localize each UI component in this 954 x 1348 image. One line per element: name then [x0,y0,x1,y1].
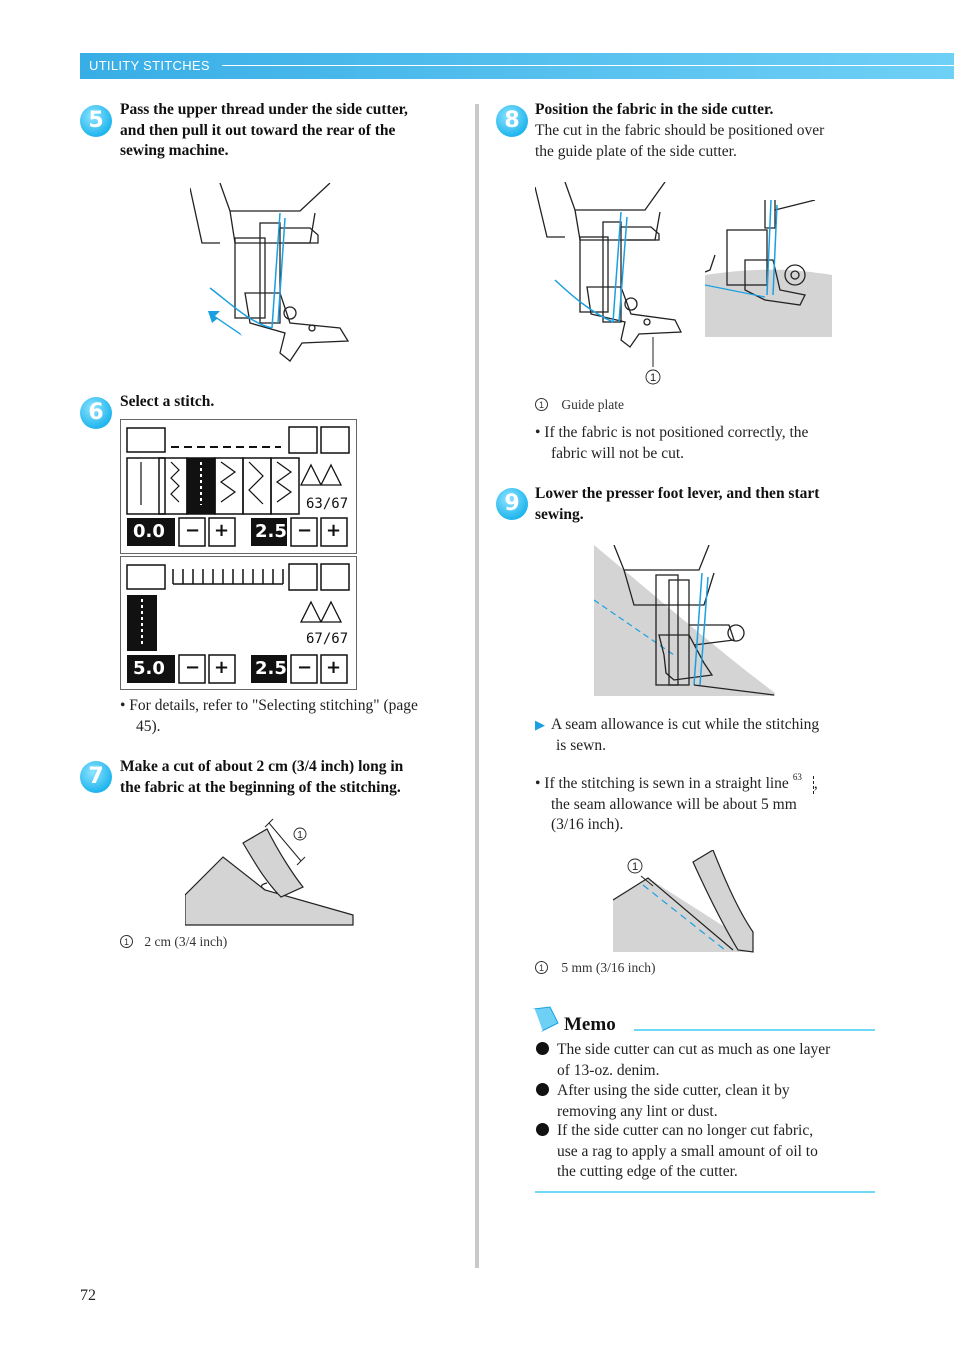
bullet-dot-icon [536,1083,549,1096]
memo-item: After using the side cutter, clean it by… [536,1081,790,1122]
step-7-badge: 7 [80,761,112,793]
header-rule [222,65,954,66]
lcd1-length-plus-button[interactable]: + [326,520,342,541]
lcd-screen-stitch-list: 63/67 0.0 − + 2.5 − + [120,419,357,554]
seam-allowance-illustration: 1 [613,850,754,953]
step-9-note: • If the stitching is sewn in a straight… [535,772,818,833]
step-8-badge: 8 [496,105,528,137]
memo-item: The side cutter can cut as much as one l… [536,1040,830,1081]
fabric-cut-illustration: 1 [185,818,354,926]
step-7-callout: 1 [297,830,303,841]
step-9-badge: 9 [496,488,528,520]
section-header-bar: UTILITY STITCHES [80,53,954,79]
step-8-callout: 1 [650,372,656,384]
memo-bottom-rule [535,1191,875,1193]
bullet-dot-icon [536,1123,549,1136]
step-5-title: Pass the upper thread under the side cut… [120,101,408,159]
memo-pen-icon [533,1006,559,1032]
lcd1-length-value: 2.5 [255,521,287,542]
step-8-note: • If the fabric is not positioned correc… [535,424,809,462]
step-7-caption: 1 2 cm (3/4 inch) [120,934,227,950]
lcd1-length-minus-button[interactable]: − [297,520,313,541]
step-8-title: Position the fabric in the side cutter. [535,101,774,118]
lcd2-width-value: 5.0 [133,658,165,679]
lcd2-length-plus-button[interactable]: + [326,657,342,678]
step-8-body: The cut in the fabric should be position… [535,122,825,160]
lcd2-length-value: 2.5 [255,658,287,679]
column-divider [475,104,479,1268]
lcd2-counter: 67/67 [306,631,349,647]
fabric-positioning-illustration: 1 [535,182,683,385]
memo-item: If the side cutter can no longer cut fab… [536,1121,818,1183]
step-9-title: Lower the presser foot lever, and then s… [535,485,820,523]
section-title: UTILITY STITCHES [89,58,210,73]
step-6-title: Select a stitch. [120,393,215,410]
lcd1-width-plus-button[interactable]: + [214,520,230,541]
step-5-badge: 5 [80,105,112,137]
memo-top-rule [634,1029,875,1031]
page-number: 72 [80,1287,96,1304]
lcd2-length-minus-button[interactable]: − [297,657,313,678]
lcd2-width-minus-button[interactable]: − [185,657,201,678]
step-7-title: Make a cut of about 2 cm (3/4 inch) long… [120,758,404,796]
lcd1-width-value: 0.0 [133,521,165,542]
result-arrow-icon: ▶ [535,717,545,732]
memo-title: Memo [564,1014,616,1035]
straight-stitch-icon [804,776,814,794]
lcd1-width-minus-button[interactable]: − [185,520,201,541]
step-8-caption: 1 Guide plate [535,397,624,413]
step-6-note: • For details, refer to "Selecting stitc… [120,697,418,735]
step-9-caption: 1 5 mm (3/16 inch) [535,960,656,976]
thread-cutter-illustration [190,183,350,362]
step-6-badge: 6 [80,397,112,429]
sewing-illustration [594,545,775,696]
lcd2-width-plus-button[interactable]: + [214,657,230,678]
side-cutter-closeup-illustration [705,200,833,337]
step-9-result: ▶A seam allowance is cut while the stitc… [535,716,820,754]
step-9-callout: 1 [632,861,638,873]
lcd1-counter: 63/67 [306,496,349,512]
bullet-dot-icon [536,1042,549,1055]
lcd-screen-selected-stitch: 67/67 5.0 − + 2.5 − + [120,556,357,690]
